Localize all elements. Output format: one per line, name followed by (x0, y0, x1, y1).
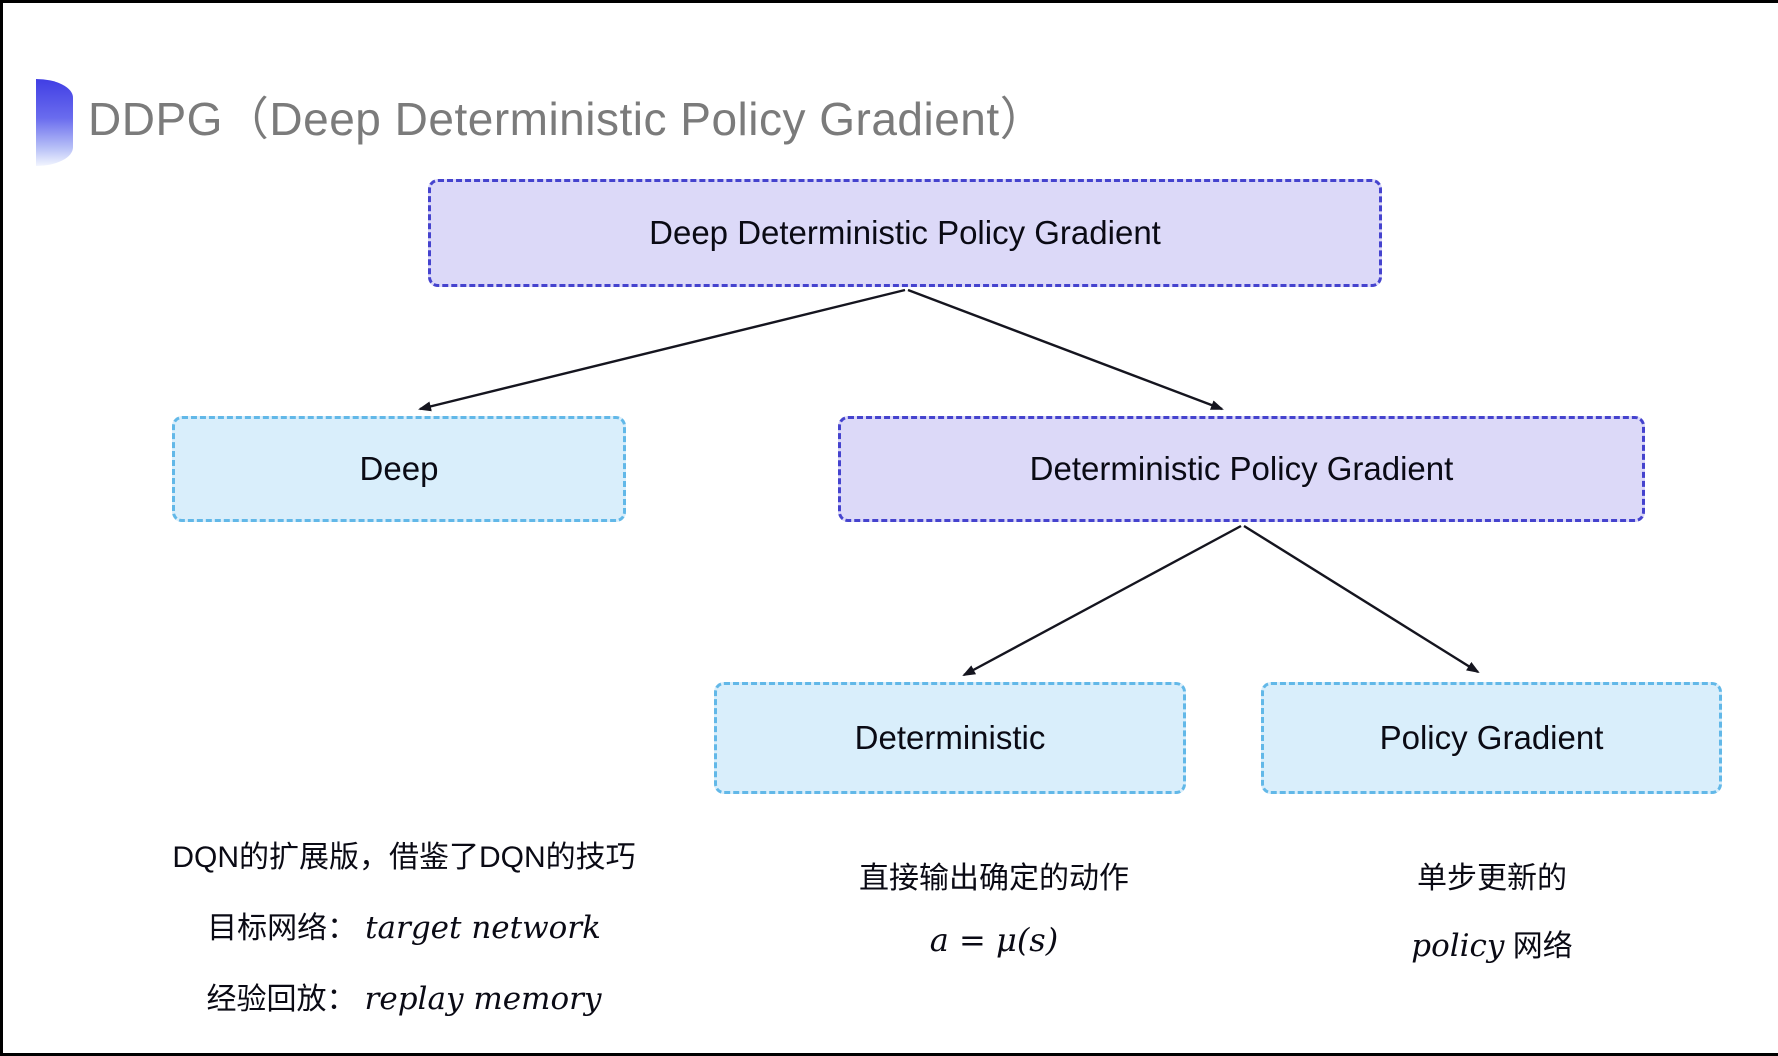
note-deterministic-formula: a = μ(s) (929, 921, 1059, 959)
note-deep-line2-term: target network (365, 910, 601, 946)
note-deterministic: 直接输出确定的动作 a = μ(s) (794, 853, 1194, 959)
note-deterministic-line1: 直接输出确定的动作 (859, 862, 1129, 895)
note-deep-line1: DQN的扩展版，借鉴了DQN的技巧 (172, 841, 636, 874)
note-deep-line3: 经验回放：replay memory (104, 974, 704, 1018)
note-deep-line2: 目标网络：target network (104, 903, 704, 947)
frame-edge-left (0, 0, 3, 1056)
node-policy-gradient-label: Policy Gradient (1379, 719, 1604, 756)
node-deep: Deep (172, 416, 626, 522)
note-policy-line1: 单步更新的 (1417, 862, 1567, 895)
note-policy-gradient: 单步更新的 policy 网络 (1332, 853, 1652, 965)
node-dpg-label: Deterministic Policy Gradient (1029, 450, 1454, 487)
node-deep-label: Deep (359, 450, 439, 487)
title-bullet-icon (36, 79, 73, 166)
node-policy-gradient: Policy Gradient (1261, 682, 1722, 794)
frame-edge-top (0, 0, 1778, 3)
note-policy-line2-term: policy (1411, 928, 1505, 964)
node-root: Deep Deterministic Policy Gradient (428, 179, 1382, 287)
note-policy-line2: policy 网络 (1332, 921, 1652, 965)
edge-root-deep (418, 288, 906, 412)
node-root-label: Deep Deterministic Policy Gradient (649, 214, 1161, 251)
note-deep: DQN的扩展版，借鉴了DQN的技巧 目标网络：target network 经验… (104, 832, 704, 1045)
note-deep-line3-term: replay memory (364, 981, 602, 1017)
note-deep-line3-label: 经验回放： (206, 983, 357, 1016)
frame-edge-bottom (0, 1053, 1778, 1056)
note-deep-line2-label: 目标网络： (207, 912, 358, 945)
node-dpg: Deterministic Policy Gradient (838, 416, 1645, 522)
edge-root-dpg (907, 288, 1224, 411)
edge-dpg-policy-gradient (1243, 524, 1480, 674)
note-policy-line2-label: 网络 (1504, 930, 1573, 963)
slide-title: DDPG（Deep Deterministic Policy Gradient） (88, 93, 1047, 145)
edge-dpg-deterministic (962, 524, 1242, 677)
node-deterministic: Deterministic (714, 682, 1186, 794)
node-deterministic-label: Deterministic (854, 719, 1046, 756)
